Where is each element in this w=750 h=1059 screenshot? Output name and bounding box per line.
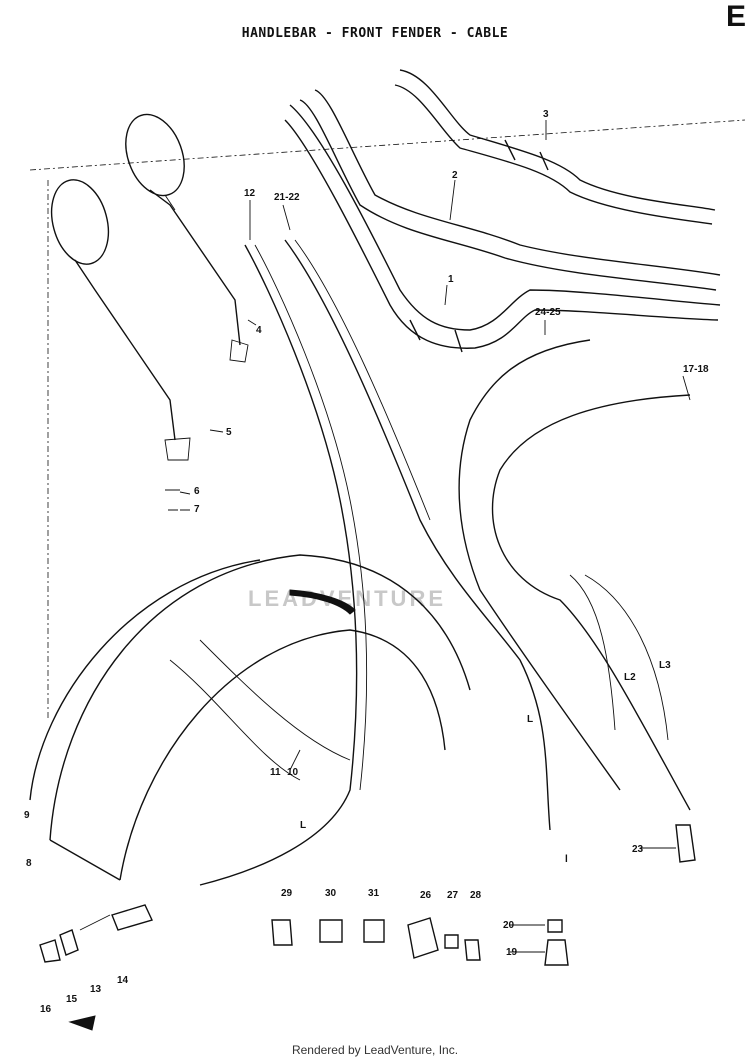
leader-lines xyxy=(179,120,691,953)
part-19 xyxy=(544,939,569,966)
callout-l: l xyxy=(565,854,568,865)
callout-7: 7 xyxy=(194,504,200,515)
clutch-cable xyxy=(284,239,551,831)
throttle-cable xyxy=(199,244,367,886)
part-20 xyxy=(547,919,563,933)
brake-cable xyxy=(458,339,691,811)
part-27 xyxy=(444,934,459,949)
callout-21-22: 21-22 xyxy=(274,192,300,203)
callout-24-25: 24-25 xyxy=(535,307,561,318)
callout-26: 26 xyxy=(420,890,432,901)
centerline xyxy=(29,119,746,171)
callout-29: 29 xyxy=(281,888,293,899)
speedometer-cables xyxy=(569,574,669,741)
mirror-left xyxy=(50,179,191,511)
callout-11: 11 xyxy=(270,767,281,778)
callout-L: L xyxy=(527,714,533,725)
handlebar-part-1 xyxy=(284,104,721,353)
callout-1: 1 xyxy=(448,274,454,285)
callout-9: 9 xyxy=(24,810,30,821)
callout-30: 30 xyxy=(325,888,337,899)
front-direction-arrow-icon xyxy=(68,1015,96,1031)
part-31 xyxy=(363,919,385,943)
callout-6: 6 xyxy=(194,486,200,497)
callout-L-fender: L xyxy=(300,820,306,831)
callout-2: 2 xyxy=(452,170,458,181)
part-26 xyxy=(407,917,439,959)
callout-4: 4 xyxy=(256,325,262,336)
callout-14: 14 xyxy=(117,975,129,986)
part-14 xyxy=(111,904,153,931)
section-letter: E xyxy=(726,0,747,33)
callout-23: 23 xyxy=(632,844,644,855)
callout-17-18: 17-18 xyxy=(683,364,709,375)
callout-15: 15 xyxy=(66,994,78,1005)
callout-19: 19 xyxy=(506,947,518,958)
callout-10: 10 xyxy=(287,767,299,778)
handlebar-part-3 xyxy=(394,69,716,225)
callout-3: 3 xyxy=(543,109,549,120)
callout-20: 20 xyxy=(503,920,515,931)
handlebar-part-2 xyxy=(299,89,721,291)
callout-L2: L2 xyxy=(624,672,636,683)
callout-8: 8 xyxy=(26,858,32,869)
footer-credit: Rendered by LeadVenture, Inc. xyxy=(291,1043,459,1057)
mirror-right xyxy=(125,113,249,363)
callout-16: 16 xyxy=(40,1004,52,1015)
front-fender xyxy=(29,554,471,881)
diagram-title: HANDLEBAR - FRONT FENDER - CABLE xyxy=(241,26,509,41)
part-29 xyxy=(271,919,293,946)
callout-27: 27 xyxy=(447,890,459,901)
part-23 xyxy=(675,824,696,863)
part-13 xyxy=(79,914,111,931)
hardware-parts xyxy=(39,824,696,1031)
part-15 xyxy=(59,929,79,956)
callout-12: 12 xyxy=(244,188,256,199)
part-16 xyxy=(39,939,61,963)
callout-13: 13 xyxy=(90,984,102,995)
callouts: 1 2 3 4 5 6 7 8 9 10 11 12 13 14 15 16 1… xyxy=(24,109,709,1015)
callout-31: 31 xyxy=(368,888,380,899)
callout-L3: L3 xyxy=(659,660,671,671)
callout-5: 5 xyxy=(226,427,232,438)
callout-28: 28 xyxy=(470,890,482,901)
part-30 xyxy=(319,919,343,943)
part-28 xyxy=(464,939,481,961)
